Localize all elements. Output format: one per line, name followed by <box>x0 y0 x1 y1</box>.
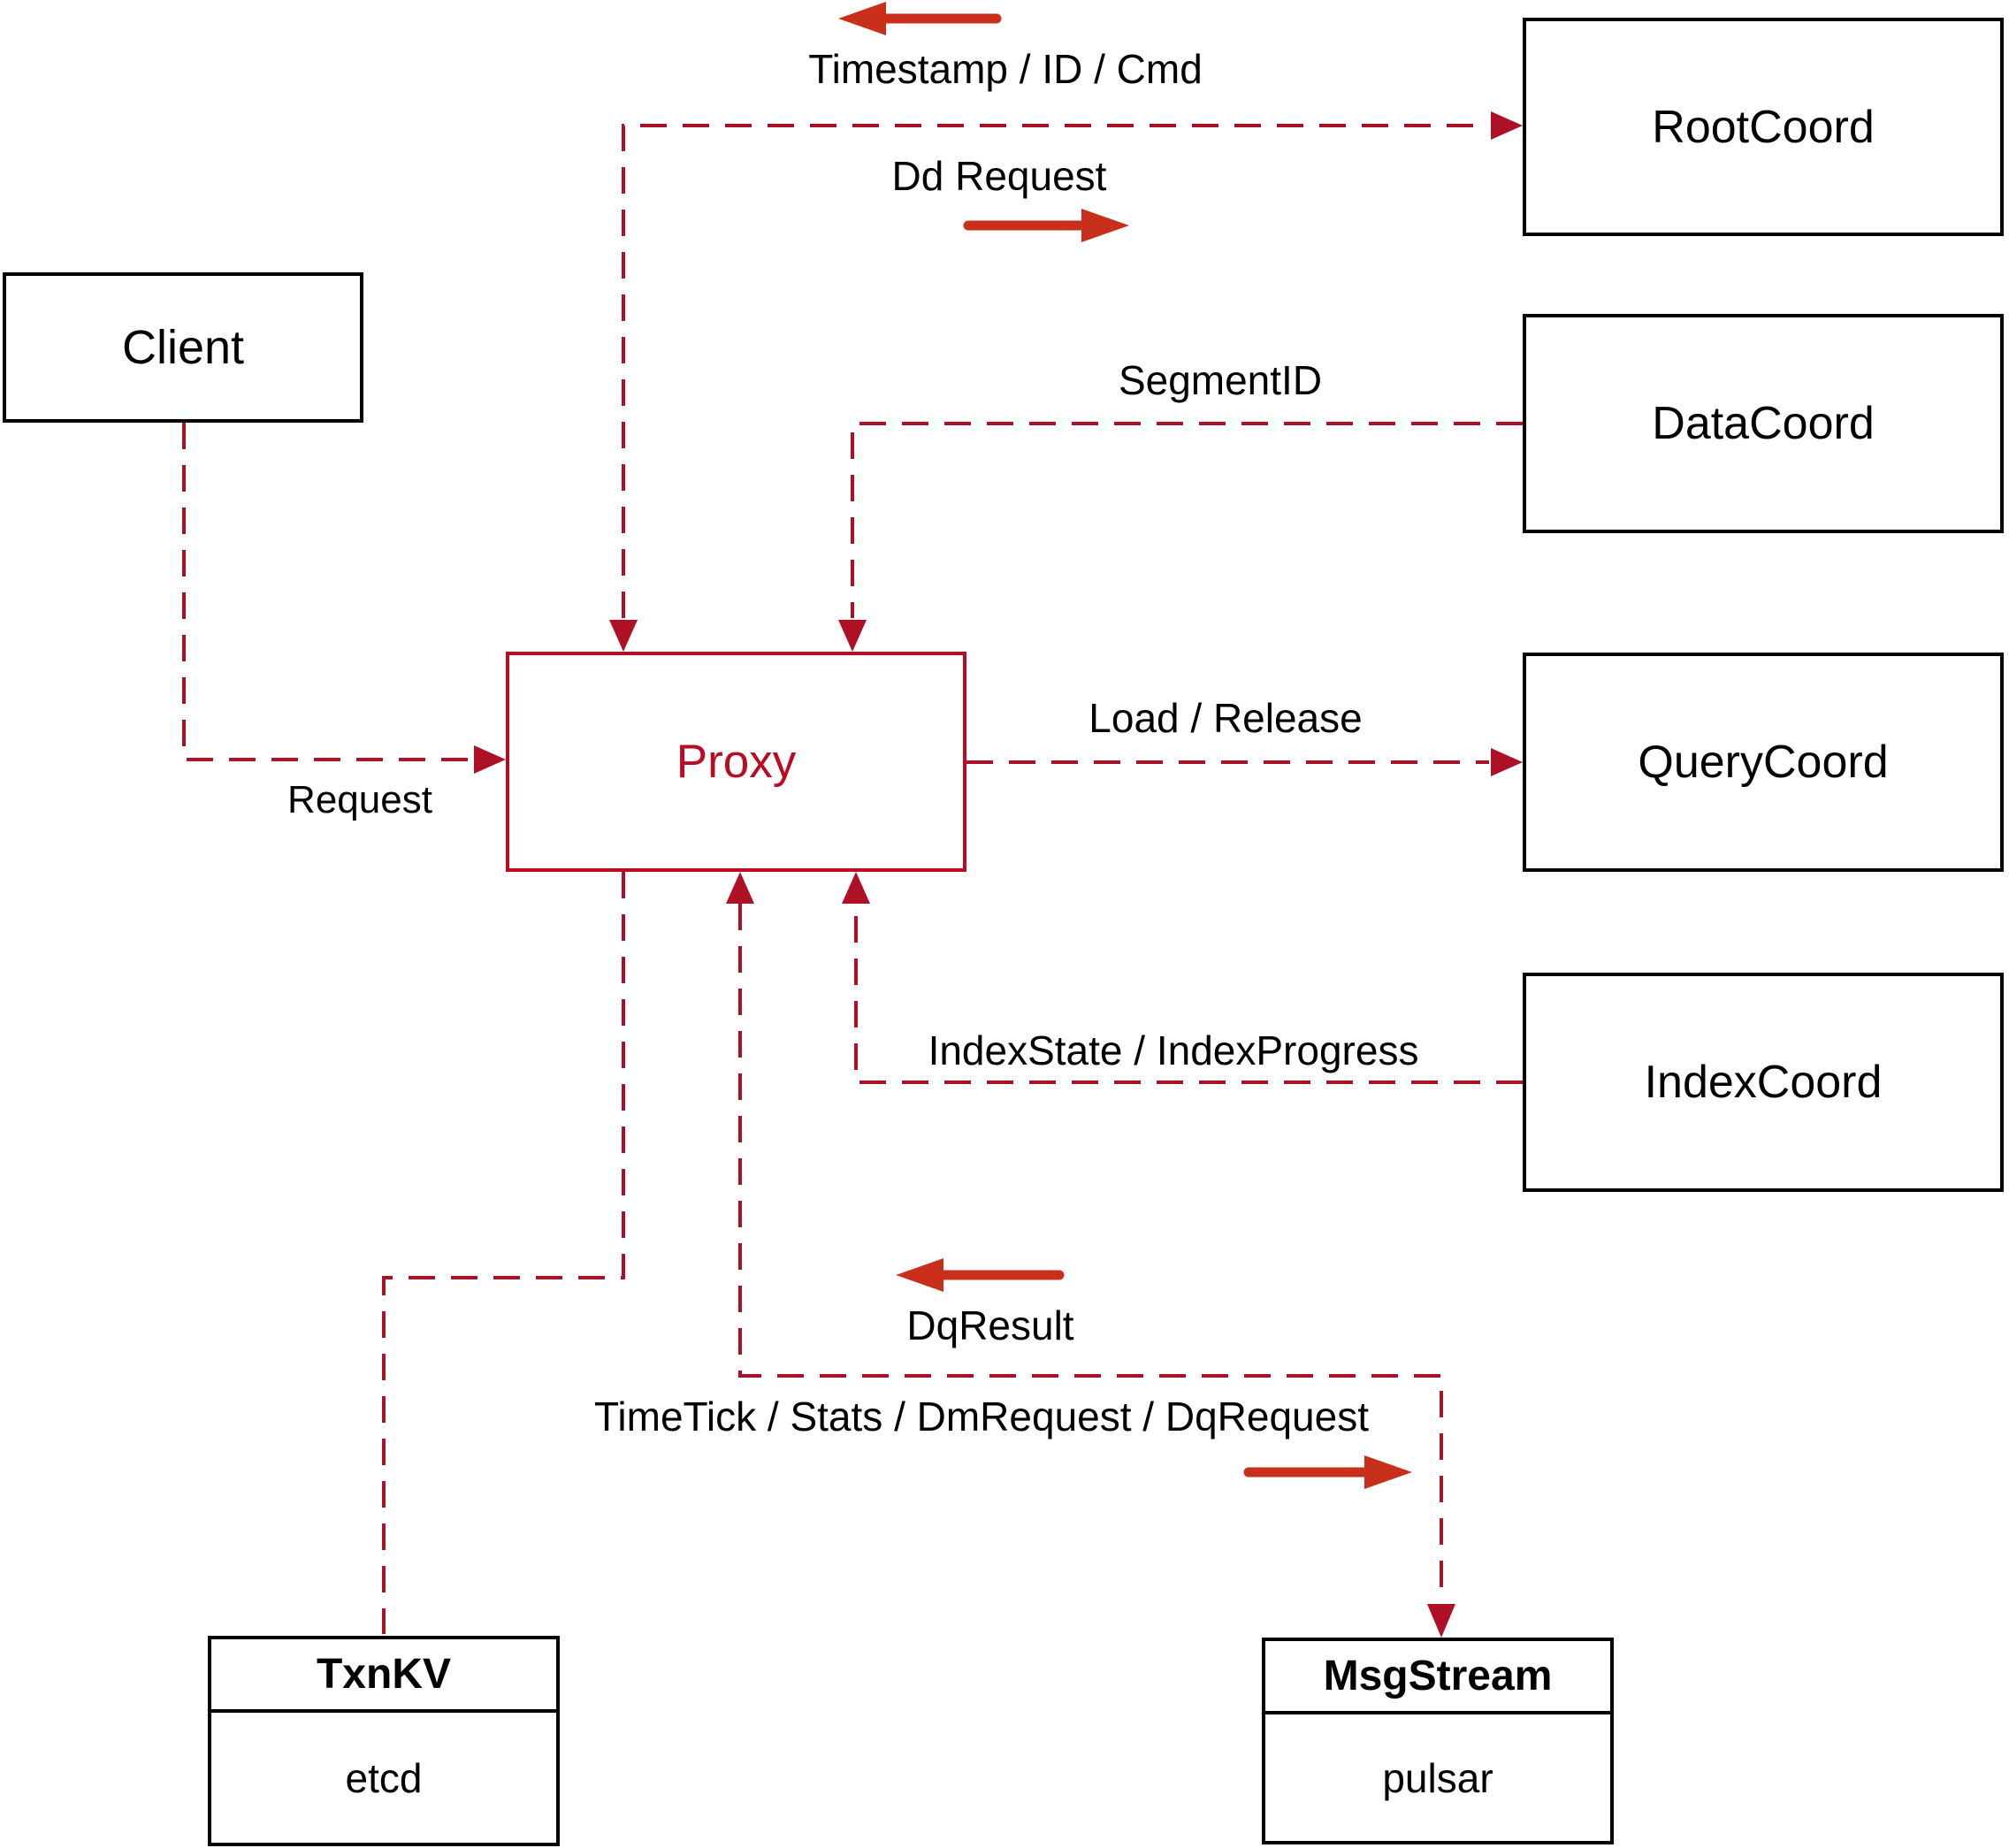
edge-label-dd-request: Dd Request <box>891 153 1107 199</box>
right-arrowhead-dd-request <box>1081 209 1129 242</box>
arrowhead-into-rootcoord <box>1491 111 1523 140</box>
indexcoord-label: IndexCoord <box>1644 1057 1883 1108</box>
edge-label-request: Request <box>287 778 432 821</box>
arrowhead-into-querycoord <box>1491 748 1523 776</box>
arrowhead-into-proxy-bottom-right <box>842 872 870 904</box>
msgstream-body: pulsar <box>1265 1714 1610 1841</box>
txnkv-impl-label: etcd <box>345 1754 423 1801</box>
client-proxy-dashed-connector <box>182 423 472 761</box>
proxy-msgstream-dashed-connector <box>738 904 1443 1602</box>
txnkv-node: TxnKV etcd <box>208 1636 560 1846</box>
client-label: Client <box>121 321 245 374</box>
edge-label-index-state-progress: IndexState / IndexProgress <box>928 1027 1419 1073</box>
indexcoord-node: IndexCoord <box>1523 973 2004 1192</box>
datacoord-label: DataCoord <box>1652 398 1875 449</box>
edge-label-load-release: Load / Release <box>1089 695 1363 741</box>
txnkv-body: etcd <box>211 1713 556 1843</box>
arrowhead-into-proxy-left <box>474 745 506 774</box>
proxy-txnkv-dashed-connector <box>382 872 625 1634</box>
rootcoord-label: RootCoord <box>1652 101 1875 153</box>
datacoord-node: DataCoord <box>1523 314 2004 533</box>
edge-label-time-tick-stats: TimeTick / Stats / DmRequest / DqRequest <box>594 1394 1369 1439</box>
edge-label-segment-id: SegmentID <box>1118 357 1323 403</box>
proxy-label: Proxy <box>676 736 797 788</box>
indexcoord-proxy-dashed-connector <box>854 904 1523 1084</box>
arrowhead-into-proxy-top-left <box>609 620 638 652</box>
left-arrowhead-dq-result <box>896 1258 943 1292</box>
querycoord-node: QueryCoord <box>1523 653 2004 872</box>
msgstream-title: MsgStream <box>1323 1653 1553 1699</box>
proxy-node: Proxy <box>506 652 966 872</box>
msgstream-header: MsgStream <box>1265 1641 1610 1714</box>
arrowhead-into-proxy-bottom-left <box>726 872 754 904</box>
txnkv-header: TxnKV <box>211 1639 556 1713</box>
proxy-rootcoord-dashed-connector <box>622 124 1489 618</box>
edge-label-dq-result: DqResult <box>906 1302 1074 1348</box>
msgstream-impl-label: pulsar <box>1382 1754 1493 1801</box>
rootcoord-node: RootCoord <box>1523 18 2004 236</box>
datacoord-proxy-dashed-connector <box>851 422 1523 618</box>
arrowhead-into-proxy-top-right <box>838 620 867 652</box>
arrowhead-into-msgstream <box>1427 1604 1455 1638</box>
left-arrowhead-top <box>838 2 886 35</box>
querycoord-label: QueryCoord <box>1638 737 1889 788</box>
txnkv-title: TxnKV <box>316 1651 451 1698</box>
edge-label-timestamp-id-cmd: Timestamp / ID / Cmd <box>808 46 1203 92</box>
right-arrowhead-time-tick <box>1364 1455 1412 1489</box>
msgstream-node: MsgStream pulsar <box>1262 1638 1614 1844</box>
client-node: Client <box>3 272 363 423</box>
